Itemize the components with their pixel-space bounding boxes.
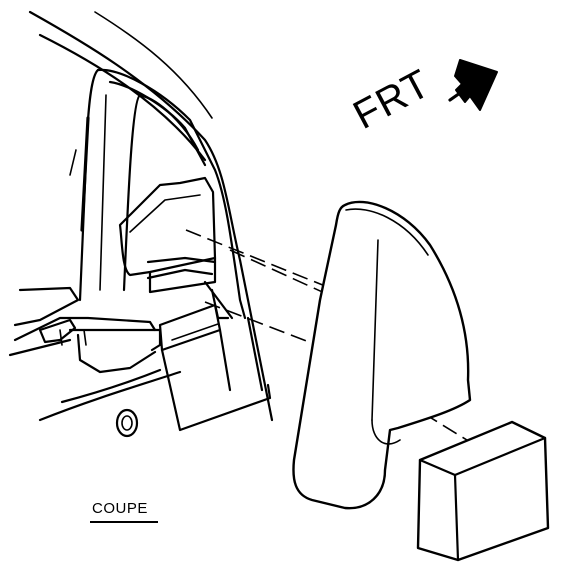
vehicle-body (8, 10, 274, 438)
body-style-label: COUPE (92, 500, 148, 517)
trim-insert-block (416, 420, 550, 562)
body-style-underline (90, 521, 158, 523)
quarter-trim-panel (292, 200, 472, 510)
front-arrow-icon (448, 59, 498, 111)
